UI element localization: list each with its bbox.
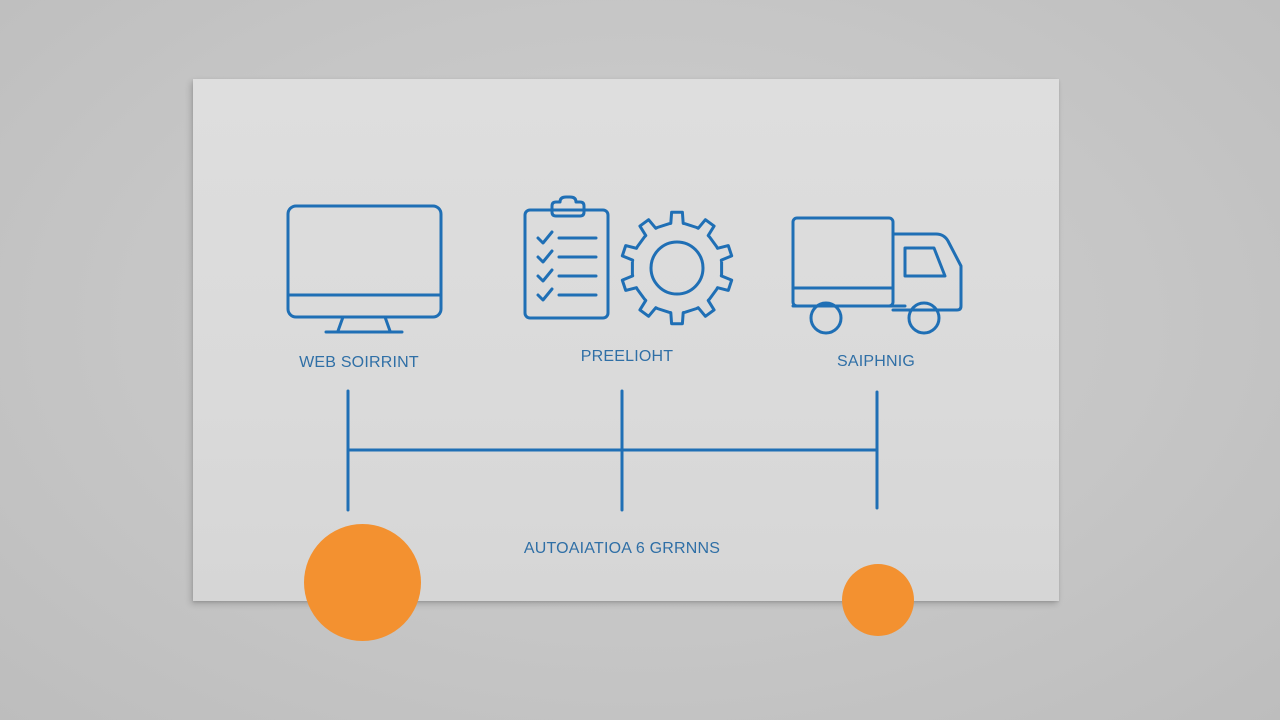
timeline (346, 389, 879, 512)
orange-dot-left (304, 524, 421, 641)
stage-label-ship: SAIPHNIG (836, 353, 916, 370)
truck-icon (791, 216, 963, 335)
gear-icon (620, 210, 734, 326)
diagram-card (193, 79, 1059, 601)
footer-label: AUTOAIATIOA 6 GRRNNS (523, 540, 721, 557)
stage-label-pre: PREELIOHT (580, 348, 674, 365)
checklist-icon (523, 195, 610, 320)
monitor-icon (286, 204, 443, 334)
orange-dot-right (842, 564, 914, 636)
stage-label-web: WEB SOIRRINT (299, 354, 419, 371)
